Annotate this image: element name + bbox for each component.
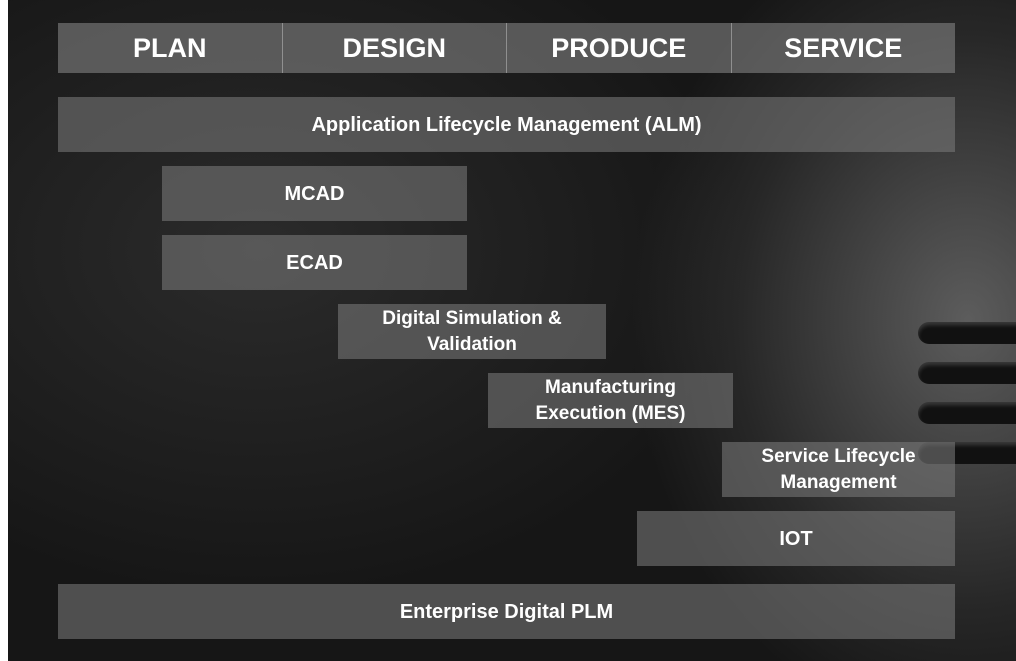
slm-bar-line1: Service Lifecycle bbox=[761, 445, 916, 467]
phase-produce: PRODUCE bbox=[506, 23, 731, 73]
slm-bar: Service Lifecycle Management bbox=[722, 442, 955, 497]
simulation-bar: Digital Simulation & Validation bbox=[338, 304, 606, 359]
phase-header: PLAN DESIGN PRODUCE SERVICE bbox=[58, 23, 955, 73]
mcad-bar: MCAD bbox=[162, 166, 467, 221]
mes-bar-line2: Execution (MES) bbox=[535, 402, 686, 424]
vent-slot bbox=[918, 322, 1016, 344]
plm-bar: Enterprise Digital PLM bbox=[58, 584, 955, 639]
iot-bar: IOT bbox=[637, 511, 955, 566]
phase-service: SERVICE bbox=[730, 23, 955, 73]
phase-design: DESIGN bbox=[281, 23, 506, 73]
vent-slot bbox=[918, 402, 1016, 424]
mes-bar: Manufacturing Execution (MES) bbox=[488, 373, 733, 428]
simulation-bar-line2: Validation bbox=[427, 333, 517, 355]
vent-slot bbox=[918, 362, 1016, 384]
mes-bar-line1: Manufacturing bbox=[545, 376, 676, 398]
phase-plan: PLAN bbox=[58, 23, 282, 73]
slm-bar-line2: Management bbox=[780, 471, 897, 493]
simulation-bar-line1: Digital Simulation & bbox=[382, 307, 562, 329]
diagram-slide: PLAN DESIGN PRODUCE SERVICE Application … bbox=[8, 0, 1016, 661]
ecad-bar: ECAD bbox=[162, 235, 467, 290]
alm-bar: Application Lifecycle Management (ALM) bbox=[58, 97, 955, 152]
